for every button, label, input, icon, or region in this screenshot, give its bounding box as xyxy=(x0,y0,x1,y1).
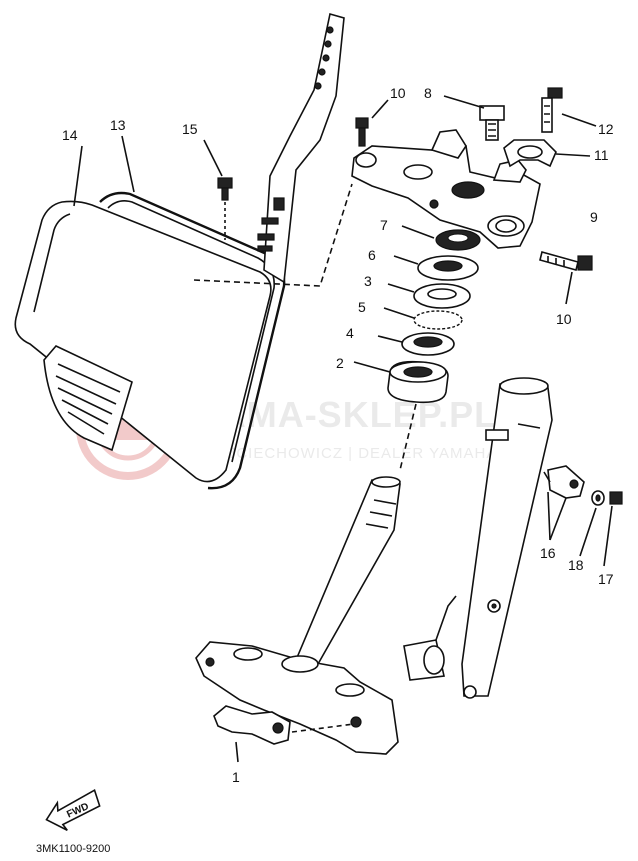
part-label-3[interactable]: 3 xyxy=(364,273,372,289)
part-label-10-top[interactable]: 10 xyxy=(390,85,406,101)
part-bolt-10-top[interactable] xyxy=(355,99,389,147)
part-label-6[interactable]: 6 xyxy=(368,247,376,263)
part-headlight-bracket[interactable] xyxy=(193,12,353,287)
part-bearing-race-upper[interactable] xyxy=(387,283,471,309)
part-label-15[interactable]: 15 xyxy=(182,121,198,137)
fwd-arrow-icon: FWD xyxy=(45,789,101,831)
part-label-7[interactable]: 7 xyxy=(380,217,388,233)
part-label-17[interactable]: 17 xyxy=(598,571,614,587)
diagram-code: 3MK1100-9200 xyxy=(36,843,110,855)
part-steering-stem[interactable] xyxy=(195,476,401,763)
part-label-12[interactable]: 12 xyxy=(598,121,614,137)
part-washer[interactable] xyxy=(393,255,479,281)
part-label-9[interactable]: 9 xyxy=(590,209,598,225)
part-upper-bracket[interactable] xyxy=(351,129,541,249)
part-label-11[interactable]: 11 xyxy=(594,147,609,163)
part-label-2[interactable]: 2 xyxy=(336,355,344,371)
part-washer-18[interactable] xyxy=(579,490,605,557)
part-label-16[interactable]: 16 xyxy=(540,545,556,561)
part-ring-nut[interactable] xyxy=(401,225,481,251)
part-label-13[interactable]: 13 xyxy=(110,117,126,133)
part-label-1[interactable]: 1 xyxy=(232,769,240,785)
part-headlight-cover[interactable] xyxy=(14,200,272,483)
part-bearing-race-mid[interactable] xyxy=(377,332,455,356)
part-bolt-15[interactable] xyxy=(203,139,233,240)
part-bolt-12[interactable] xyxy=(541,87,597,133)
part-screw-17[interactable] xyxy=(603,491,623,567)
watermark-subtitle: WOJCIECHOWICZ | DEALER YAMAHA xyxy=(200,445,497,462)
part-cable-guide[interactable] xyxy=(543,465,585,541)
part-fork-leg[interactable] xyxy=(403,377,553,699)
leader-lines xyxy=(73,135,135,207)
part-label-8[interactable]: 8 xyxy=(424,85,432,101)
part-ball-bearing[interactable] xyxy=(383,307,463,330)
part-label-5[interactable]: 5 xyxy=(358,299,366,315)
watermark-title: YAMA-SKLEP.PL xyxy=(198,394,497,435)
part-bolt-8[interactable] xyxy=(443,95,505,141)
part-label-18[interactable]: 18 xyxy=(568,557,584,573)
watermark: YAMA-SKLEP.PL WOJCIECHOWICZ | DEALER YAM… xyxy=(76,376,497,480)
part-lower-bearing[interactable] xyxy=(353,360,449,471)
part-label-14[interactable]: 14 xyxy=(62,127,78,143)
part-label-4[interactable]: 4 xyxy=(346,325,354,341)
part-label-10-right[interactable]: 10 xyxy=(556,311,572,327)
part-handlebar-holder[interactable] xyxy=(503,139,591,168)
part-bolt-10-right[interactable] xyxy=(539,251,593,305)
